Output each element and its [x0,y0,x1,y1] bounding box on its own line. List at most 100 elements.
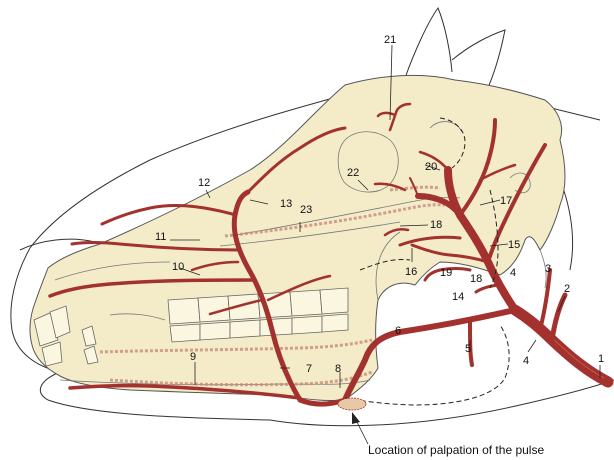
label-22: 22 [347,167,359,179]
internal-carotid-artery [549,292,568,343]
temporal-fossa [429,121,463,133]
deep-temporal-artery [388,102,412,132]
label-18a: 18 [430,219,442,231]
leader-lines [170,44,601,388]
superficial-temporal-artery [458,118,497,217]
label-13: 13 [280,198,292,210]
mandible-ramus [375,231,401,301]
lower-tooth [229,319,261,339]
superior-labial-artery [48,278,257,298]
diastema-gap [109,313,166,321]
caudal-branch [266,274,332,302]
facial-forward-branch [190,260,240,272]
angular-oculi-artery [246,126,347,194]
ventral-branch [474,283,500,294]
label-1: 1 [598,353,604,365]
arteries [48,102,614,407]
lower-tooth [321,313,349,333]
occipital-artery [538,268,552,332]
mandibular-artery-deep [99,338,373,354]
leader-21 [389,44,393,121]
pulse-arrow-head [352,412,360,424]
facial-crest [219,221,401,247]
label-8: 8 [335,363,341,375]
label-21: 21 [384,34,396,46]
label-17: 17 [500,195,512,207]
label-6: 6 [395,325,401,337]
label-5: 5 [465,343,471,355]
leader-20 [424,164,441,171]
pulse-arrow [337,397,369,445]
pulse-location-marker [337,397,367,411]
label-9: 9 [190,351,196,363]
lower-tooth [199,321,231,341]
ear-right [451,29,506,93]
caudal-auricular-artery [486,143,547,264]
transverse-facial-artery [398,235,462,247]
ramus-dashed [489,189,499,289]
incisor [49,305,71,339]
label-7: 7 [306,363,312,375]
occipital-process [539,249,547,289]
leader-12 [205,189,211,199]
upper-tooth [319,287,349,315]
label-10: 10 [172,261,184,273]
ophthalmic-branch [376,111,397,118]
canine [83,345,99,365]
leader-18a [399,224,429,227]
palatine-branch [383,227,410,237]
incisor [41,341,63,367]
zygomatic-dashed [439,117,466,169]
infraorbital-artery-deep [224,203,446,238]
label-16: 16 [405,266,417,278]
orbit-dashed [359,259,411,271]
palatine-artery-deep [389,185,441,192]
label-12: 12 [198,177,210,189]
mandible-border-dashed [344,324,510,406]
malar-artery [373,182,407,192]
label-18b: 18 [470,273,482,285]
label-2: 2 [564,283,570,295]
inferior-labial-artery [68,383,302,400]
leader-15 [489,243,509,247]
nostril-fold [19,238,96,251]
lower-cheek-teeth [169,313,349,343]
canine [81,325,97,347]
label-4a: 4 [510,267,516,279]
leader-2 [557,295,566,313]
label-19: 19 [440,267,452,279]
leader-22 [357,179,369,191]
label-14: 14 [452,291,464,303]
ear-left [404,6,453,79]
label-20: 20 [425,161,437,173]
supraorbital-artery [418,150,450,172]
maxillary-artery [415,193,463,218]
pulse-caption: Location of palpation of the pulse [368,443,544,457]
lower-tooth [169,323,201,343]
dorsal-nasal-artery [100,204,238,226]
lower-tooth [291,315,323,335]
leader-17 [479,199,501,206]
linguofacial-trunk [342,307,518,403]
upper-tooth [289,289,323,317]
deep-arteries [99,185,446,387]
lower-tooth [259,317,293,337]
leader-13 [249,199,269,205]
masseteric-artery [410,243,490,264]
inferior-alveolar-artery-deep [109,370,373,387]
leader-4b [527,339,537,353]
inferior-alveolar-artery [423,267,472,282]
label-11: 11 [155,231,166,243]
external-carotid-artery [444,166,519,314]
label-23: 23 [300,204,312,216]
rostral-auricular-artery [478,163,517,182]
leader-10 [179,267,201,276]
incisors [33,305,99,367]
upper-tooth [167,297,201,325]
buccal-branch [208,298,264,316]
label-4b: 4 [523,355,529,367]
muzzle-line [10,247,271,421]
lateral-nasal-artery [70,241,242,252]
